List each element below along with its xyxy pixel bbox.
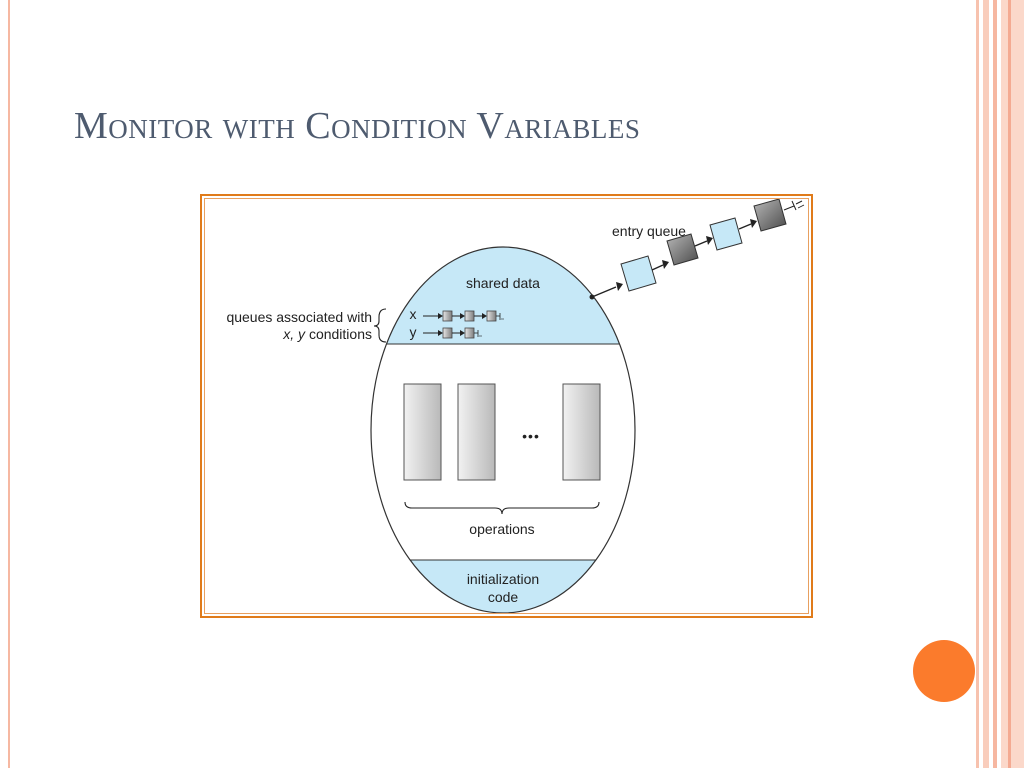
slide-title: Monitor with Condition Variables [74, 105, 641, 147]
entry-queue-process [709, 217, 743, 251]
entry-queue-label: entry queue [612, 223, 686, 239]
queues-label-vars: x, y [282, 326, 306, 342]
initialization-label-line1: initialization [467, 571, 539, 587]
entry-queue-process [666, 233, 699, 266]
operation-block [403, 383, 442, 481]
initialization-code-region [371, 560, 635, 613]
operations-blocks [403, 383, 601, 481]
entry-queue [589, 198, 805, 300]
monitor-diagram: shared data x y [226, 198, 805, 614]
shared-data-label: shared data [466, 275, 540, 291]
left-border-rule [8, 0, 10, 768]
queues-brace [373, 308, 387, 343]
initialization-label-line2: code [488, 589, 519, 605]
operation-block [457, 383, 496, 481]
queue-y-label: y [410, 324, 417, 340]
operations-brace [404, 501, 600, 515]
right-border-stripes [976, 0, 1024, 768]
entry-queue-process [620, 255, 657, 292]
monitor-diagram-frame: shared data x y [200, 194, 813, 618]
queue-x-label: x [410, 306, 417, 322]
operation-block [562, 383, 601, 481]
condition-queue-x: x [410, 306, 504, 322]
operations-label: operations [469, 521, 534, 537]
entry-queue-process [753, 198, 787, 232]
operations-ellipsis: ••• [522, 428, 540, 444]
queues-label-rest: conditions [305, 326, 372, 342]
condition-queue-y: y [410, 324, 482, 340]
accent-circle [913, 640, 975, 702]
queues-label-line1: queues associated with [226, 309, 372, 325]
queues-label-line2: x, y conditions [282, 326, 372, 342]
